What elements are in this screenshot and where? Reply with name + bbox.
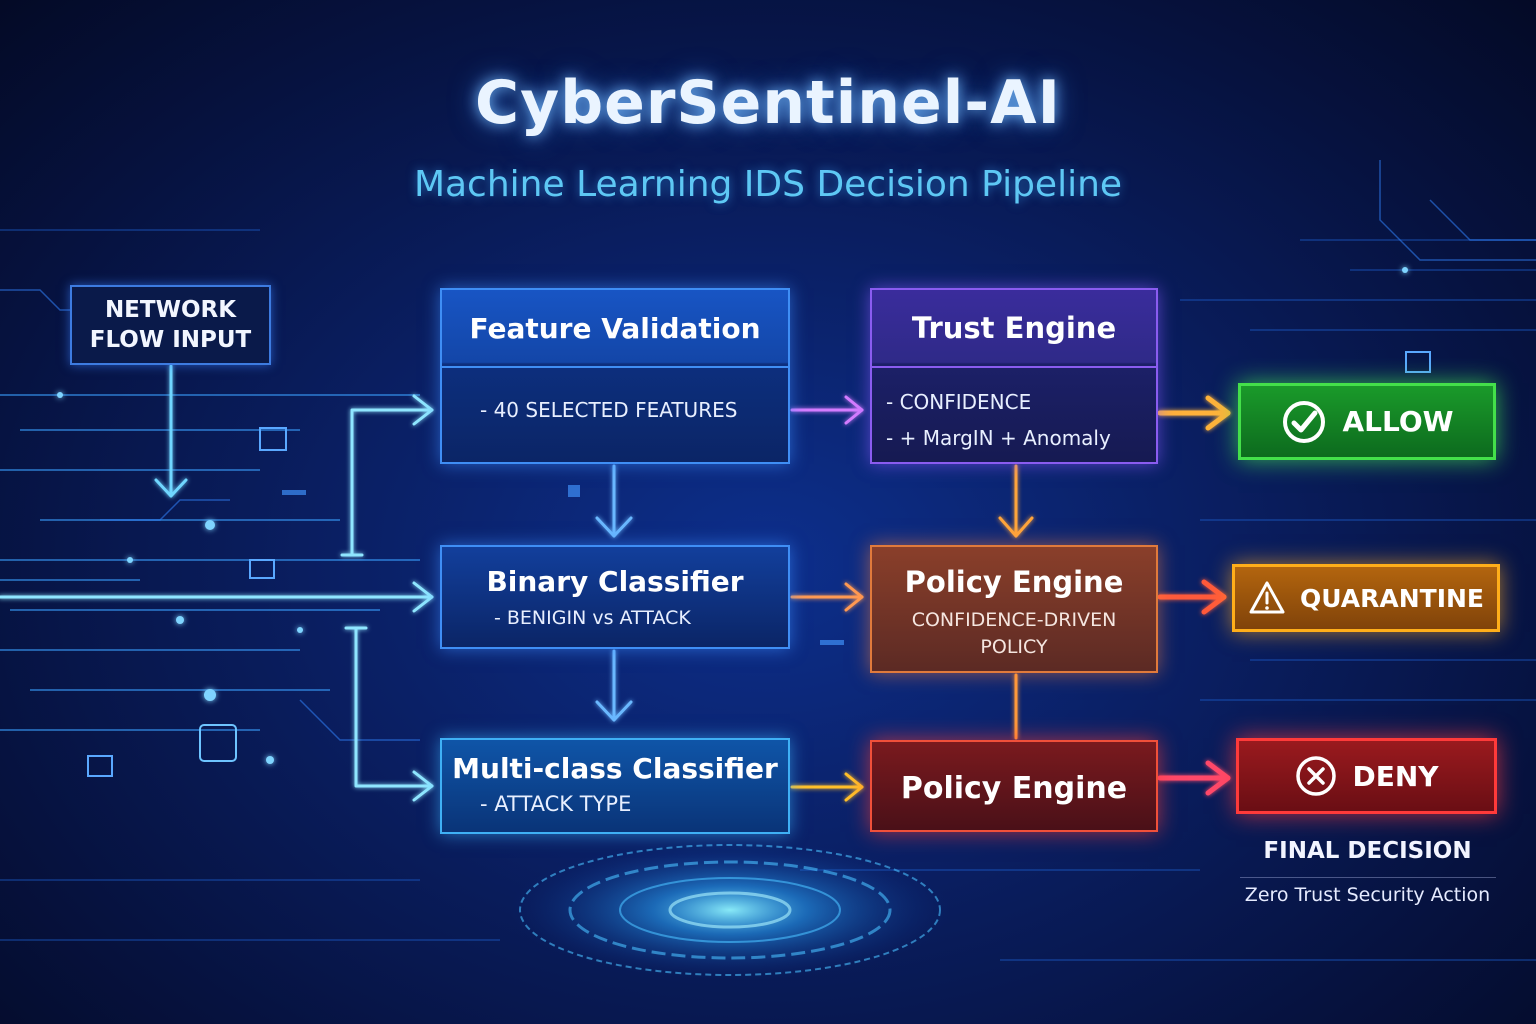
multiclass-classifier-node: Multi-class Classifier - ATTACK TYPE <box>440 738 790 834</box>
deny-outcome: DENY <box>1236 738 1497 814</box>
arrow-to-feature-validation <box>340 394 434 557</box>
trust-engine-detail-margin-anomaly: - + MargIN + Anomaly <box>886 426 1111 450</box>
policy-engine-1-title: Policy Engine <box>904 565 1124 599</box>
policy-engine-1-detail-line-2: POLICY <box>980 636 1048 658</box>
binary-classifier-title: Binary Classifier <box>486 565 744 598</box>
final-decision-divider <box>1240 877 1496 878</box>
arrow-trust-to-policy <box>998 464 1034 538</box>
policy-engine-node-1: Policy Engine CONFIDENCE-DRIVEN POLICY <box>870 545 1158 673</box>
x-circle-icon <box>1296 756 1337 796</box>
feature-validation-detail: - 40 SELECTED FEATURES <box>480 398 738 422</box>
feature-validation-node: Feature Validation - 40 SELECTED FEATURE… <box>440 288 790 464</box>
trust-engine-node: Trust Engine - CONFIDENCE - + MargIN + A… <box>870 288 1158 464</box>
quarantine-label: QUARANTINE <box>1299 583 1484 613</box>
feature-validation-title: Feature Validation <box>442 290 788 368</box>
trust-engine-title: Trust Engine <box>872 290 1156 368</box>
arrow-to-allow <box>1157 395 1231 431</box>
check-circle-icon <box>1283 400 1326 443</box>
arrow-to-binary-classifier <box>0 581 434 613</box>
diagram-title: CyberSentinel-AI <box>475 68 1061 138</box>
arrow-to-multiclass-classifier <box>344 626 434 802</box>
trust-engine-detail-confidence: - CONFIDENCE <box>886 390 1032 414</box>
arrow-to-deny <box>1157 760 1231 796</box>
network-flow-input-label: NETWORK FLOW INPUT <box>89 297 252 353</box>
policy-engine-2-title: Policy Engine <box>900 770 1128 806</box>
arrow-binary-to-multiclass <box>595 649 633 722</box>
arrow-to-quarantine <box>1157 579 1227 615</box>
diagram-subtitle: Machine Learning IDS Decision Pipeline <box>413 164 1123 205</box>
network-flow-input-node: NETWORK FLOW INPUT <box>70 285 271 365</box>
arrow-fv-to-trust <box>790 395 864 425</box>
final-decision-heading: FINAL DECISION <box>1263 838 1472 864</box>
quarantine-outcome: QUARANTINE <box>1232 564 1500 632</box>
arrow-fv-to-binary <box>595 464 633 538</box>
allow-label: ALLOW <box>1342 405 1454 438</box>
deny-label: DENY <box>1352 759 1439 793</box>
arrow-multiclass-to-policy <box>790 772 864 802</box>
warning-triangle-icon <box>1249 581 1285 614</box>
final-decision-caption: Zero Trust Security Action <box>1244 884 1491 906</box>
arrow-binary-to-policy <box>790 582 864 612</box>
binary-classifier-detail: - BENIGIN vs ATTACK <box>494 607 691 629</box>
multiclass-classifier-title: Multi-class Classifier <box>452 752 778 785</box>
multiclass-classifier-detail: - ATTACK TYPE <box>480 792 632 816</box>
policy-engine-1-detail-line-1: CONFIDENCE-DRIVEN <box>911 609 1117 631</box>
allow-outcome: ALLOW <box>1238 383 1496 460</box>
arrow-input-down <box>154 364 188 498</box>
binary-classifier-node: Binary Classifier - BENIGIN vs ATTACK <box>440 545 790 649</box>
policy-engine-node-2: Policy Engine <box>870 740 1158 832</box>
